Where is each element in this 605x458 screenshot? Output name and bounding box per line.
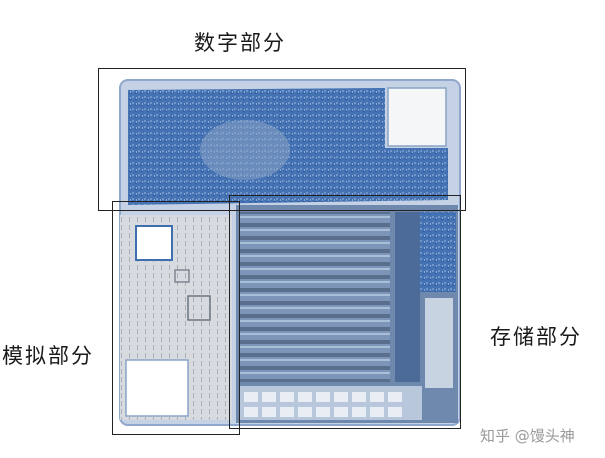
watermark-text: 知乎 @馒头神: [480, 427, 575, 445]
memory-frame: [229, 195, 461, 429]
analog-frame: [112, 201, 240, 435]
digital-pad: [387, 87, 447, 147]
memory-io: [425, 298, 453, 388]
analog-pad-top: [135, 225, 173, 261]
memory-array: [240, 212, 390, 382]
label-analog: 模拟部分: [2, 344, 94, 368]
memory-decoder: [395, 212, 420, 382]
analog-pad-bottom: [125, 359, 189, 417]
bottom-pad-row: [244, 392, 402, 417]
analog-block: [187, 295, 211, 321]
label-memory: 存储部分: [490, 325, 582, 349]
digital-texture: [200, 120, 290, 180]
label-digital: 数字部分: [194, 31, 286, 55]
analog-block-2: [174, 269, 190, 283]
digital-frame: [98, 68, 466, 211]
memory-periphery: [420, 212, 456, 292]
